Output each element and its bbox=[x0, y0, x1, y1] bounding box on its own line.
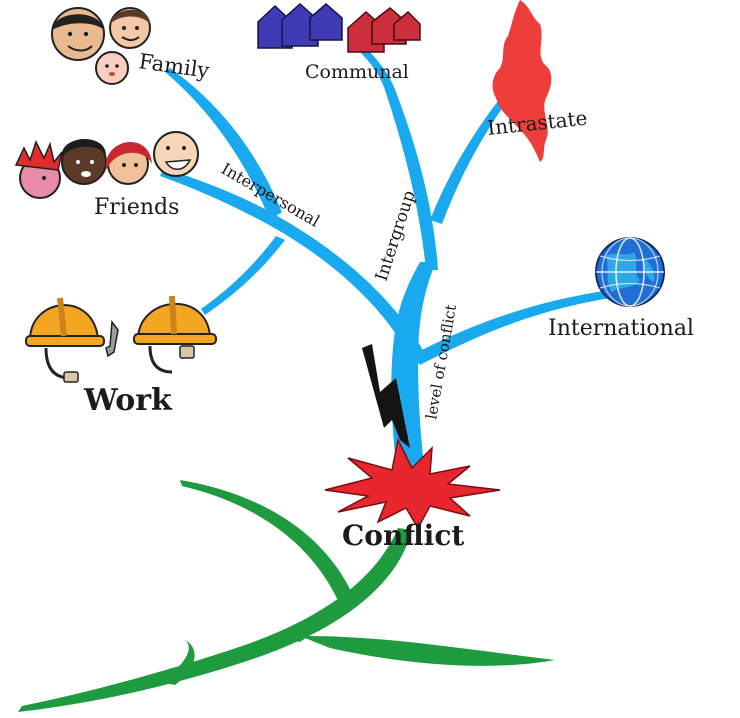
label-conflict: Conflict bbox=[342, 519, 464, 552]
branch-intrastate bbox=[430, 92, 511, 224]
label-intergroup: Intergroup bbox=[372, 188, 420, 283]
globe-icon bbox=[595, 237, 665, 307]
houses-icon bbox=[257, 2, 421, 53]
family-faces-icon bbox=[51, 7, 151, 85]
branch-intergroup bbox=[360, 48, 438, 270]
label-work: Work bbox=[83, 383, 173, 418]
root-bottom-curl bbox=[160, 640, 195, 685]
root-right-arc bbox=[300, 635, 555, 666]
root-main bbox=[18, 528, 412, 712]
label-communal: Communal bbox=[305, 61, 409, 83]
hard-hats-wrench-icon bbox=[25, 295, 217, 383]
lightning-bolt-icon bbox=[362, 344, 410, 455]
branch-family bbox=[165, 68, 282, 220]
label-intrastate: Intrastate bbox=[486, 106, 588, 140]
branch-international bbox=[412, 290, 611, 365]
label-international: International bbox=[548, 316, 694, 341]
root-fork bbox=[290, 605, 350, 642]
branch-work bbox=[201, 236, 285, 315]
label-family: Family bbox=[137, 49, 211, 83]
explosion-burst-icon bbox=[324, 437, 501, 530]
root-left-arc bbox=[180, 480, 355, 605]
friends-faces-icon bbox=[14, 131, 199, 199]
country-map-icon bbox=[492, 0, 552, 162]
roots bbox=[18, 480, 555, 712]
label-friends: Friends bbox=[94, 195, 179, 220]
label-level-of-conflict: level of conflict bbox=[422, 303, 460, 421]
